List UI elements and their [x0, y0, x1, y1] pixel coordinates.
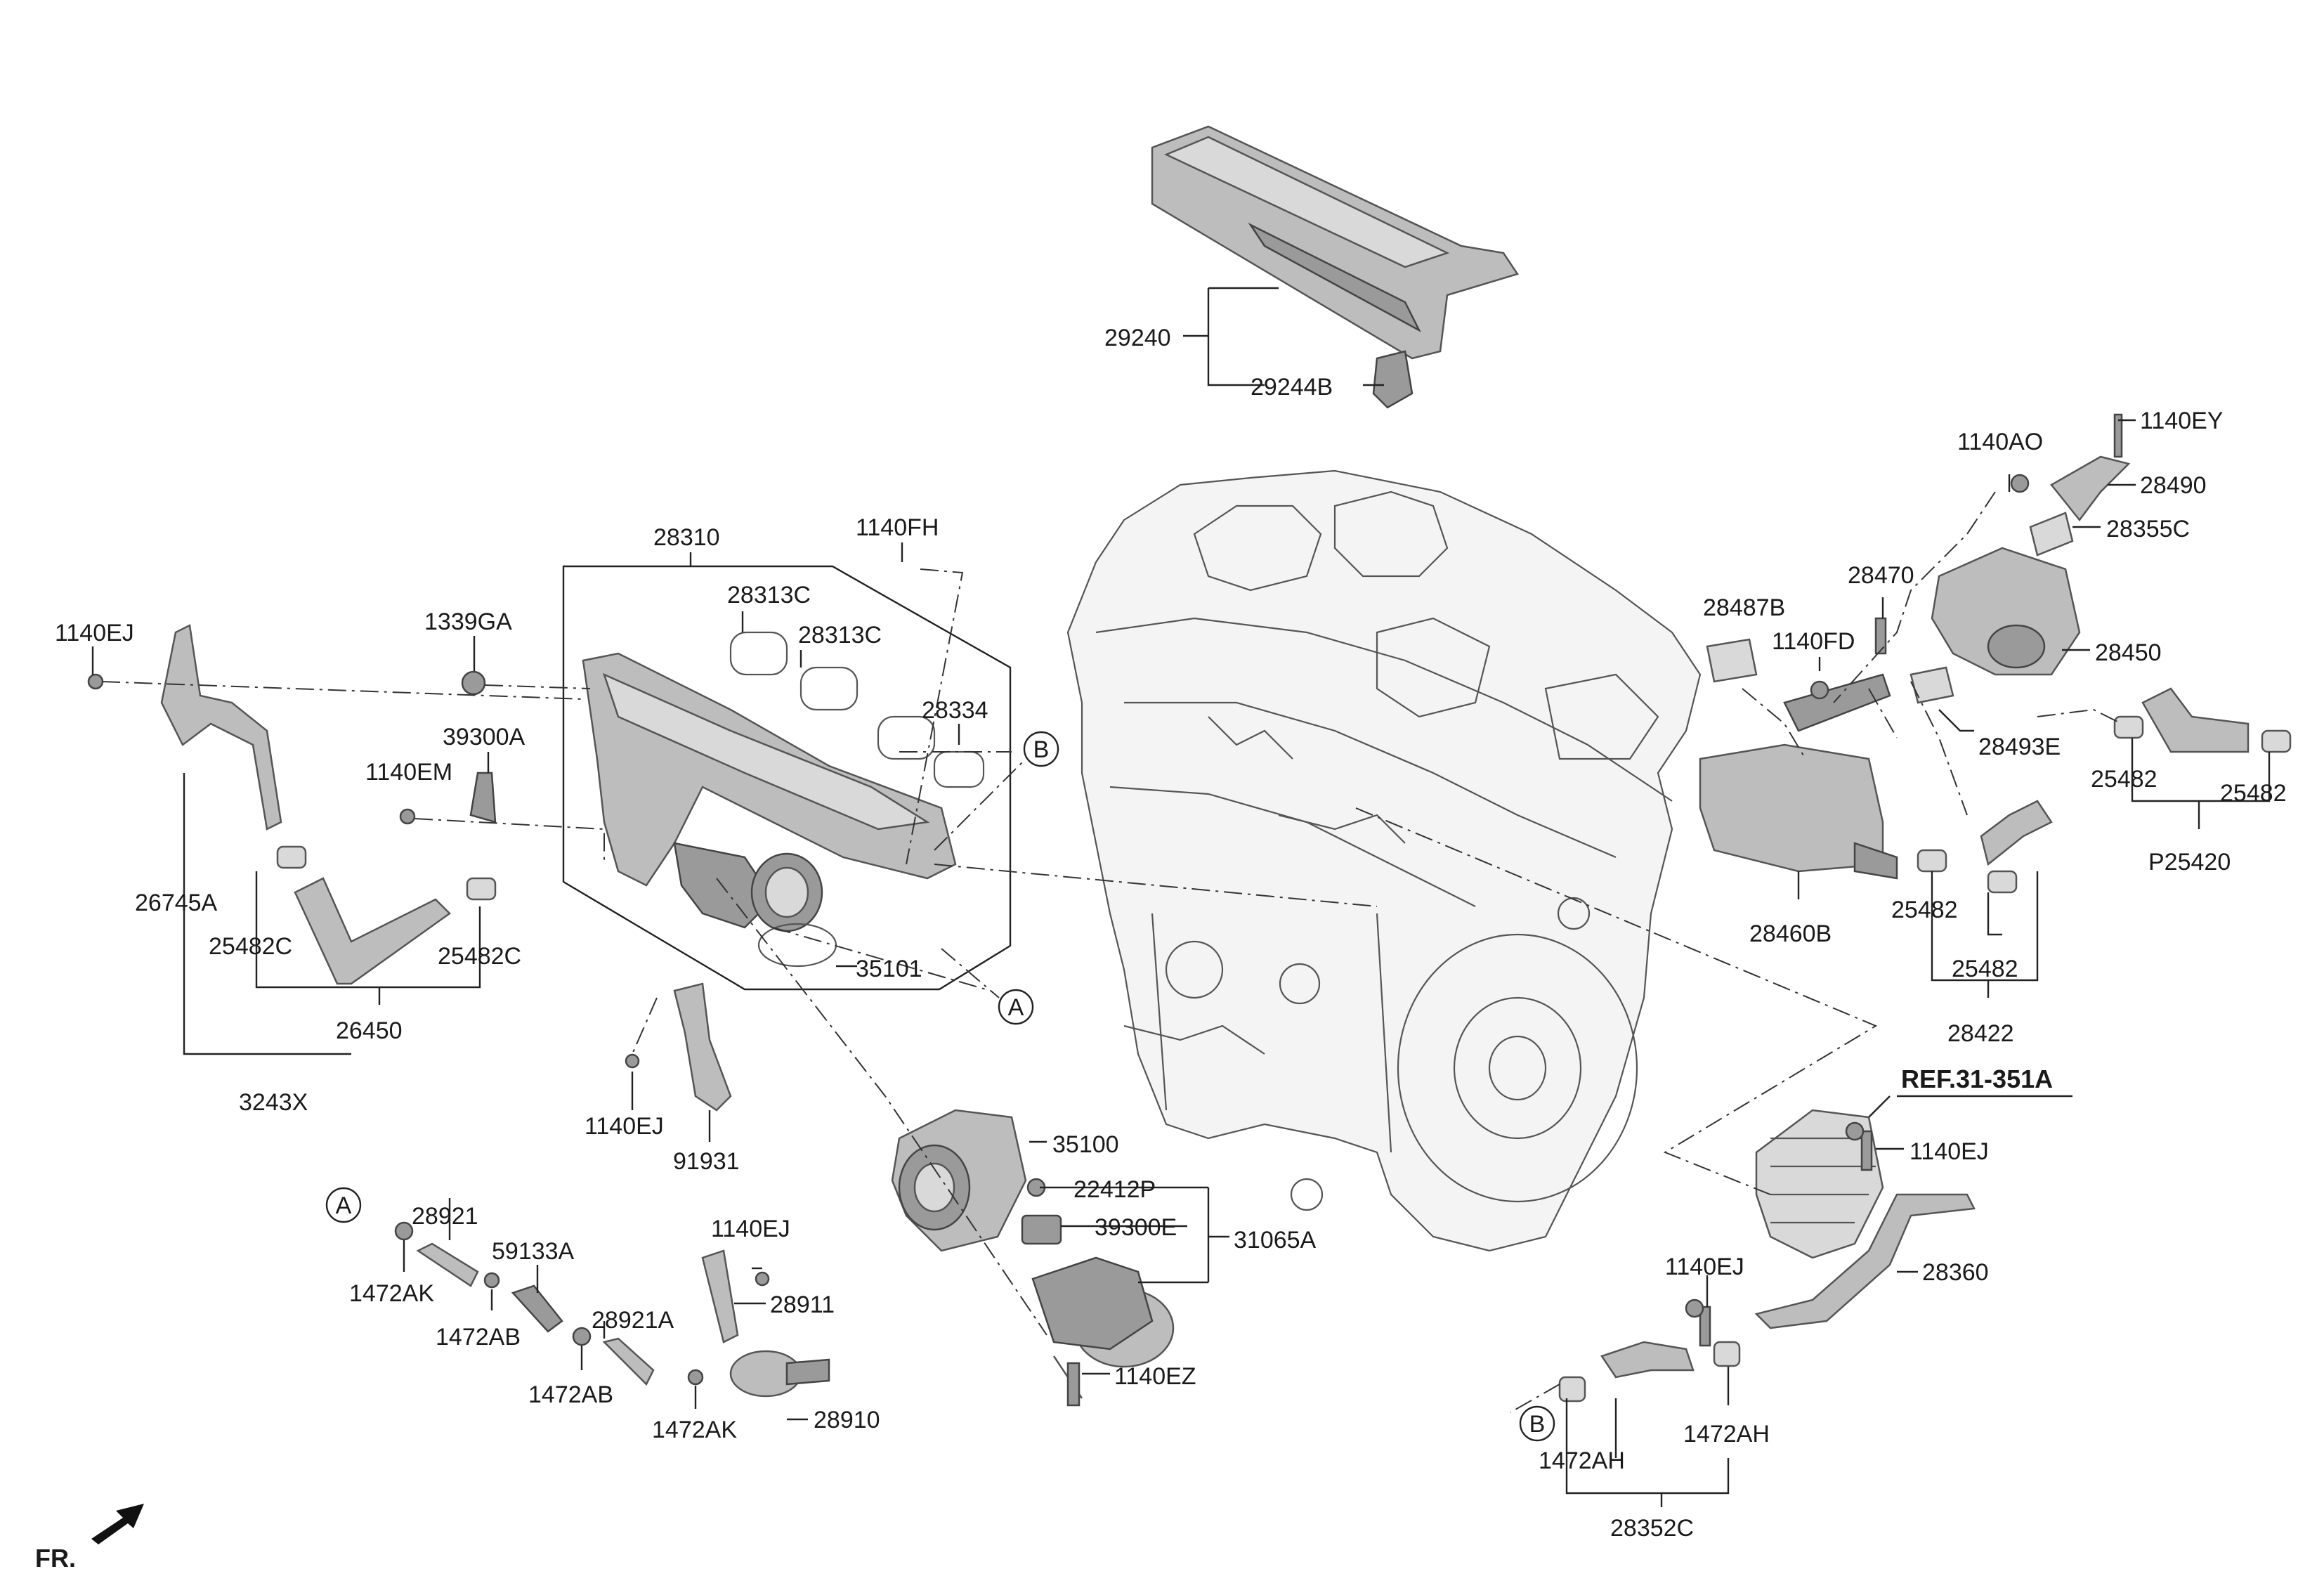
label-28352C: 28352C	[1610, 1515, 1694, 1542]
egr-actuator	[1021, 1178, 1175, 1407]
label-25482-d: 25482	[1952, 956, 2018, 982]
label-25482-b: 25482	[2220, 780, 2287, 807]
label-28493E: 28493E	[1978, 734, 2061, 760]
label-28910: 28910	[814, 1407, 880, 1433]
engine-cover	[1151, 125, 1519, 409]
part-labels: 29240 29244B 28310 1140FH 28313C 28313C …	[35, 325, 2287, 1573]
label-28911: 28911	[770, 1291, 835, 1318]
label-25482C-b: 25482C	[438, 943, 521, 970]
manifold-group-frame	[562, 552, 1012, 991]
label-28313C-a: 28313C	[727, 582, 811, 608]
label-1140FH: 1140FH	[856, 514, 939, 541]
label-26450: 26450	[336, 1017, 403, 1044]
water-pump-assembly	[1558, 1109, 1976, 1402]
label-29240: 29240	[1104, 325, 1171, 351]
callout-letter: A	[336, 1192, 352, 1219]
label-1472AH-b: 1472AH	[1683, 1421, 1770, 1447]
callout-B-lower: B	[1519, 1405, 1555, 1442]
label-26745A: 26745A	[135, 890, 218, 916]
label-1339GA: 1339GA	[424, 608, 512, 635]
callout-letter: A	[1008, 994, 1024, 1021]
label-28460B: 28460B	[1749, 920, 1832, 947]
intake-manifold	[582, 652, 957, 932]
label-P25420: P25420	[2148, 849, 2231, 876]
label-1140AO: 1140AO	[1957, 429, 2043, 455]
callout-A-manifold: A	[998, 989, 1034, 1025]
front-direction-arrow	[91, 1504, 144, 1544]
leader-lines	[91, 287, 2271, 1507]
label-1140FD: 1140FD	[1772, 628, 1855, 655]
label-28334: 28334	[922, 697, 988, 724]
label-ref-31-351A: REF.31-351A	[1901, 1065, 2053, 1093]
coolant-hoses-right	[1917, 687, 2292, 894]
label-35101: 35101	[856, 956, 922, 982]
label-28470: 28470	[1848, 562, 1914, 589]
label-29244B: 29244B	[1251, 374, 1333, 401]
label-1140EJ-right: 1140EJ	[1910, 1138, 1989, 1165]
label-39300E: 39300E	[1095, 1214, 1177, 1241]
label-28921: 28921	[412, 1203, 478, 1230]
egr-cooler	[1699, 673, 1898, 880]
label-31065A: 31065A	[1234, 1227, 1317, 1254]
label-1140EY: 1140EY	[2140, 408, 2223, 434]
label-28310: 28310	[653, 524, 720, 551]
label-28422: 28422	[1947, 1020, 2014, 1047]
assembly-lines	[101, 491, 2122, 1413]
label-25482-c: 25482	[1891, 897, 1958, 923]
label-59133A: 59133A	[492, 1238, 575, 1265]
manifold-gaskets	[729, 631, 985, 968]
callout-B-manifold: B	[1023, 731, 1059, 767]
label-28450: 28450	[2095, 639, 2162, 666]
bracket-91931	[625, 982, 732, 1112]
label-3243X: 3243X	[239, 1089, 308, 1116]
throttle-body	[891, 1109, 1027, 1252]
label-22412P: 22412P	[1073, 1176, 1156, 1203]
label-1472AB-a: 1472AB	[436, 1324, 521, 1351]
callout-letter: B	[1529, 1411, 1546, 1438]
label-1140EZ: 1140EZ	[1114, 1363, 1196, 1390]
label-28921A: 28921A	[592, 1307, 674, 1334]
label-39300A: 39300A	[443, 724, 525, 750]
label-1140EM: 1140EM	[365, 759, 452, 786]
engine-block	[1066, 469, 1702, 1252]
label-35100: 35100	[1052, 1131, 1119, 1158]
coolant-hoses-left	[87, 624, 497, 985]
label-28360: 28360	[1922, 1259, 1989, 1286]
callout-letter: B	[1033, 736, 1050, 763]
label-1472AK-a: 1472AK	[349, 1280, 434, 1307]
label-1140EJ-br: 1140EJ	[1665, 1254, 1744, 1280]
label-1472AK-b: 1472AK	[652, 1417, 737, 1443]
callout-A-lower: A	[325, 1187, 362, 1223]
label-1140EJ-mid: 1140EJ	[585, 1113, 664, 1140]
label-1140EJ-left: 1140EJ	[55, 620, 134, 646]
label-front: FR.	[35, 1544, 76, 1573]
label-1140EJ-low: 1140EJ	[711, 1216, 790, 1242]
label-91931: 91931	[673, 1148, 740, 1175]
label-28355C: 28355C	[2106, 516, 2190, 542]
label-28490: 28490	[2140, 472, 2207, 499]
egr-valve	[1706, 413, 2131, 704]
label-25482-a: 25482	[2091, 766, 2157, 793]
label-1472AH-a: 1472AH	[1539, 1447, 1625, 1474]
label-28313C-b: 28313C	[798, 622, 882, 649]
lower-left-parts	[394, 1221, 830, 1398]
label-1472AB-b: 1472AB	[528, 1381, 613, 1408]
label-28487B: 28487B	[1703, 594, 1785, 621]
label-25482C-a: 25482C	[209, 933, 292, 960]
